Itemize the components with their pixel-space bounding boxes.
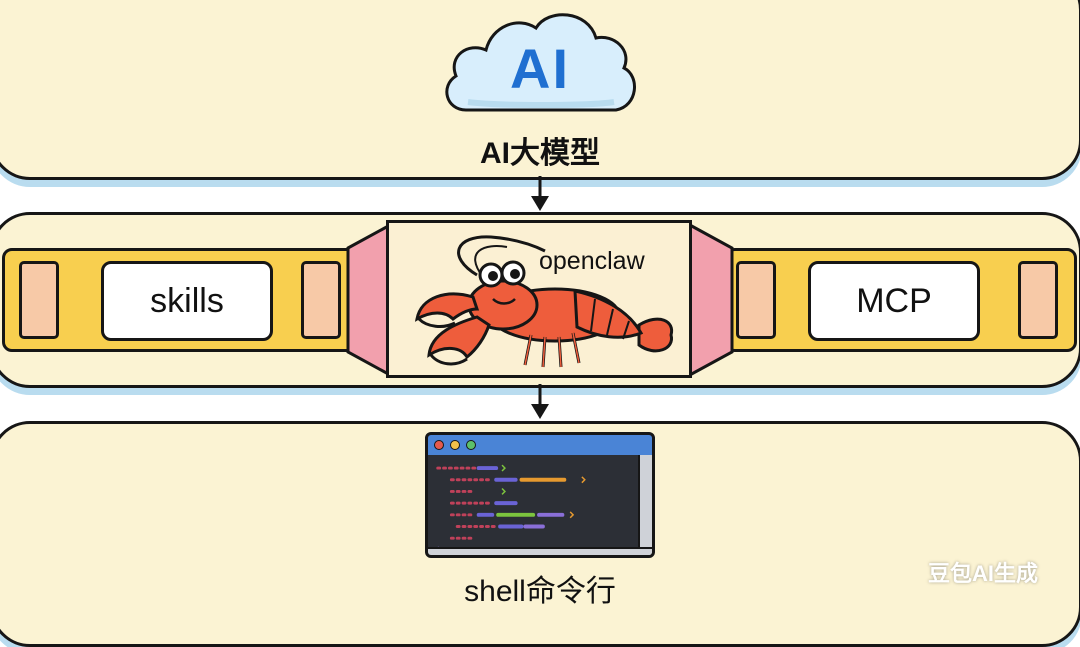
terminal-icon [425,432,655,558]
skills-card: skills [101,261,273,341]
lobster-icon [414,235,674,368]
right-connector [686,222,734,378]
openclaw-box: openclaw [386,220,692,378]
ai-model-label: AI大模型 [480,137,600,170]
left-slot-inner [301,261,341,339]
ai-cloud-text: AI [510,37,570,100]
arrow-down-icon [531,176,549,211]
terminal-maximize-dot [466,440,476,450]
left-slot-outer [19,261,59,339]
terminal-scrollbar [638,455,652,555]
openclaw-label: openclaw [539,247,645,275]
watermark: 豆包AI生成 [928,561,1039,586]
shell-label: shell命令行 [464,575,616,608]
skills-label: skills [150,281,224,320]
right-band: MCP [725,248,1077,352]
mcp-card: MCP [808,261,980,341]
arrow-down-icon [531,384,549,419]
right-slot-inner [736,261,776,339]
right-slot-outer [1018,261,1058,339]
cloud-icon [445,13,636,112]
terminal-code-lines [436,464,586,554]
mcp-label: MCP [856,281,932,320]
left-band: skills [2,248,362,352]
terminal-close-dot [434,440,444,450]
terminal-title-bar [428,435,652,455]
terminal-minimize-dot [450,440,460,450]
terminal-footer [428,547,652,555]
